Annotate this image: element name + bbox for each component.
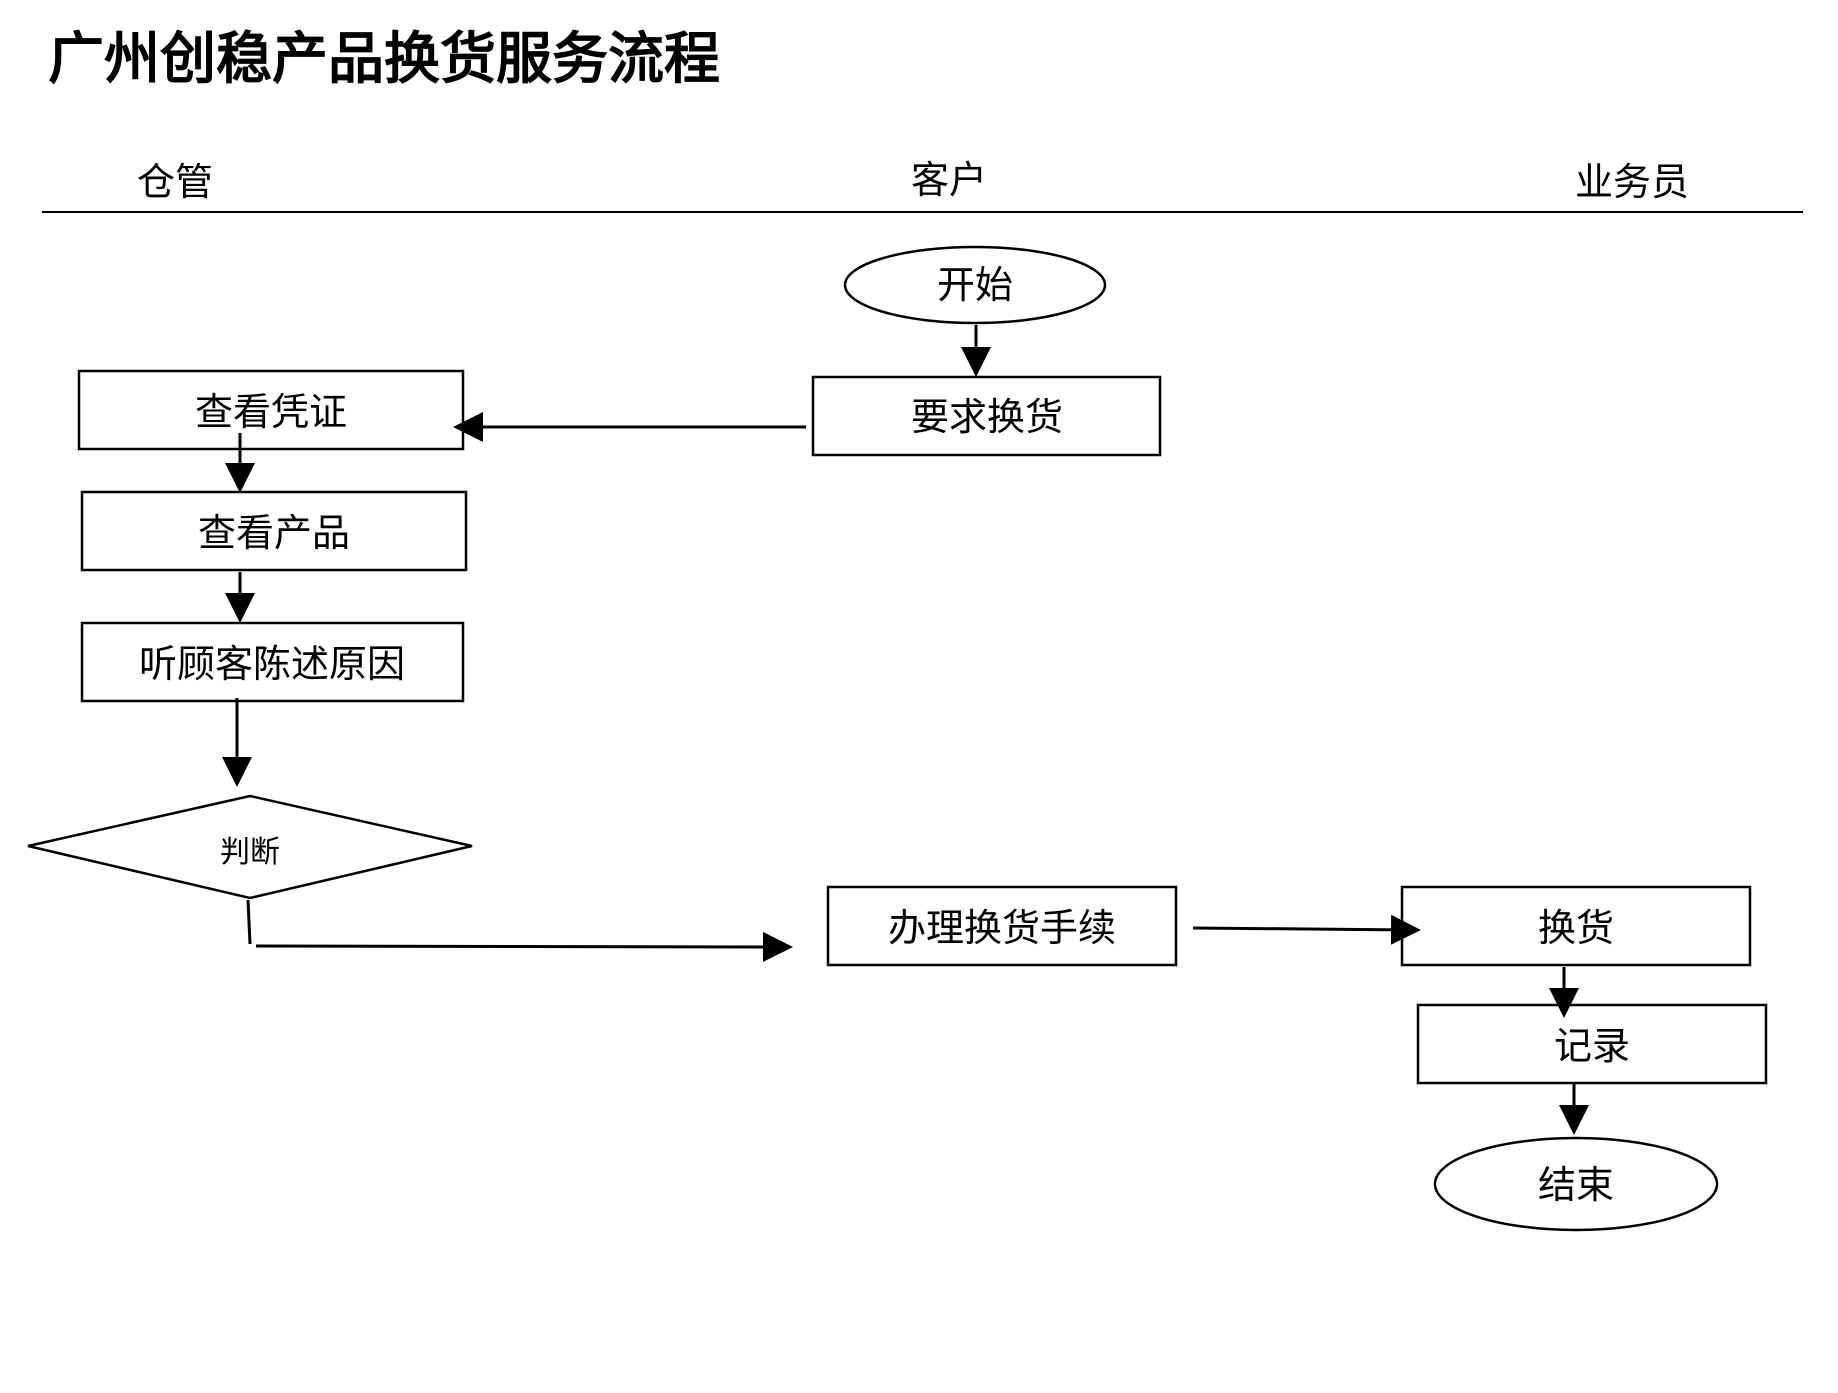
request-exchange-label: 要求换货 [911, 395, 1063, 439]
start-label: 开始 [937, 263, 1013, 307]
lane-label-customer: 客户 [911, 158, 987, 202]
exchange-label: 换货 [1538, 906, 1614, 950]
arrow-judge-to-procedure [255, 931, 793, 962]
handle-procedure-node: 办理换货手续 [826, 885, 1178, 967]
judge-node: 判断 [27, 794, 473, 900]
handle-procedure-box [826, 885, 1178, 967]
check-voucher-box [77, 369, 465, 451]
record-node: 记录 [1416, 1003, 1768, 1085]
request-exchange-node: 要求换货 [811, 375, 1162, 457]
check-voucher-label: 查看凭证 [195, 390, 347, 434]
start-node: 开始 [843, 245, 1107, 325]
start-oval [843, 245, 1107, 325]
record-box [1416, 1003, 1768, 1085]
request-exchange-box [811, 375, 1162, 457]
end-label: 结束 [1538, 1163, 1614, 1207]
exchange-box [1400, 885, 1752, 967]
judge-label: 判断 [220, 835, 280, 870]
arrow-procedure-to-exchange [1192, 914, 1421, 945]
listen-reason-label: 听顾客陈述原因 [139, 642, 405, 686]
judge-diamond [27, 794, 473, 900]
page-title: 广州创稳产品换货服务流程 [48, 27, 720, 92]
exchange-node: 换货 [1400, 885, 1752, 967]
listen-reason-box [80, 621, 465, 703]
listen-reason-node: 听顾客陈述原因 [80, 621, 465, 703]
check-product-box [80, 490, 468, 572]
lane-label-warehouse: 仓管 [137, 160, 213, 204]
record-label: 记录 [1554, 1024, 1630, 1068]
check-product-node: 查看产品 [80, 490, 468, 572]
check-voucher-node: 查看凭证 [77, 369, 465, 451]
end-node: 结束 [1433, 1136, 1719, 1232]
connector-judge-down [246, 899, 252, 945]
lane-label-salesperson: 业务员 [1575, 160, 1689, 204]
check-product-label: 查看产品 [198, 511, 350, 555]
end-oval [1433, 1136, 1719, 1232]
handle-procedure-label: 办理换货手续 [888, 906, 1116, 950]
